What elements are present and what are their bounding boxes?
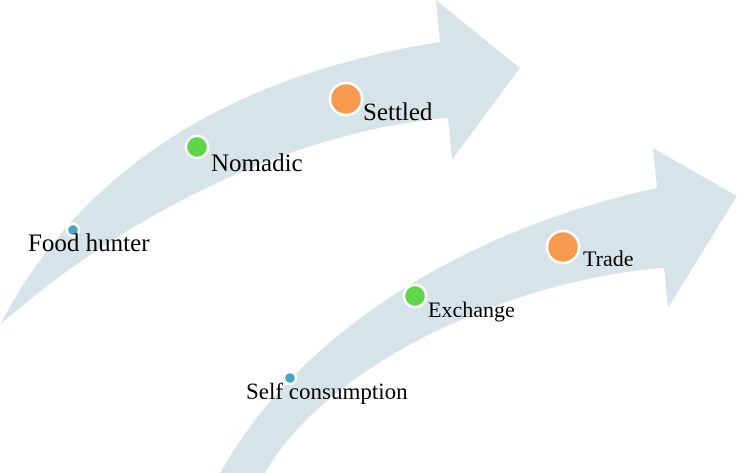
arrow-group-2: Self consumption Exchange Trade bbox=[220, 148, 737, 473]
stage-label-settled: Settled bbox=[363, 99, 433, 126]
stage-dot-food-hunter bbox=[65, 222, 81, 238]
arrow-group-1: Food hunter Nomadic Settled bbox=[0, 0, 520, 325]
stage-label-self-consumption: Self consumption bbox=[246, 379, 408, 404]
curved-arrow-2 bbox=[220, 148, 737, 473]
stage-dot-trade bbox=[545, 229, 581, 265]
curved-arrow-1 bbox=[0, 0, 520, 325]
stage-dot-exchange bbox=[402, 283, 428, 309]
stage-label-food-hunter: Food hunter bbox=[28, 230, 150, 257]
stage-label-exchange: Exchange bbox=[428, 297, 515, 322]
stage-label-trade: Trade bbox=[583, 246, 634, 271]
stage-dot-self-consumption bbox=[282, 370, 298, 386]
stage-dot-settled bbox=[328, 81, 364, 117]
stage-label-nomadic: Nomadic bbox=[211, 150, 303, 177]
stage-dot-nomadic bbox=[184, 134, 210, 160]
